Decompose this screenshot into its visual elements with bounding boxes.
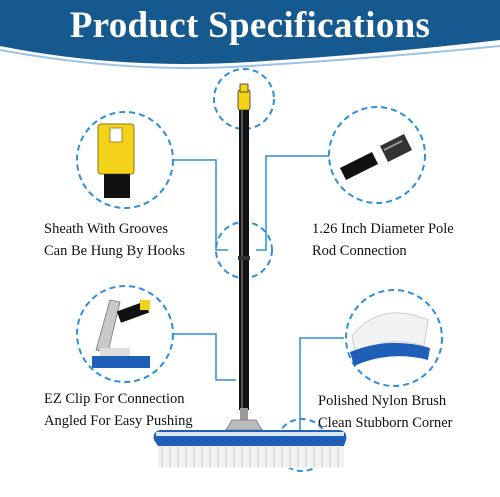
nylon-brush-icon (345, 289, 443, 387)
feature-line2: Can Be Hung By Hooks (44, 243, 185, 259)
feature-caption-pole: 1.26 Inch Diameter Pole Rod Connection (312, 218, 454, 262)
feature-caption-clip: EZ Clip For Connection Angled For Easy P… (44, 388, 193, 432)
header-banner: Product Specifications (0, 0, 500, 70)
yellow-end-cap-icon (76, 111, 174, 209)
pole-top-marker (213, 68, 275, 130)
feature-line1: Sheath With Grooves (44, 221, 168, 237)
ez-clip-icon (76, 285, 174, 383)
brush-head (153, 430, 347, 468)
feature-line1: 1.26 Inch Diameter Pole (312, 221, 454, 237)
feature-line1: EZ Clip For Connection (44, 391, 185, 407)
feature-caption-sheath: Sheath With Grooves Can Be Hung By Hooks (44, 218, 185, 262)
feature-caption-brush: Polished Nylon Brush Clean Stubborn Corn… (318, 390, 453, 434)
feature-line2: Angled For Easy Pushing (44, 413, 193, 429)
pole (225, 83, 263, 431)
feature-line1: Polished Nylon Brush (318, 393, 447, 409)
feature-line2: Clean Stubborn Corner (318, 415, 453, 431)
page-title: Product Specifications (69, 5, 431, 46)
banner-wave (0, 40, 500, 70)
pole-connection-icon (328, 106, 426, 204)
connector-lines (148, 155, 344, 430)
feature-line2: Rod Connection (312, 243, 407, 259)
